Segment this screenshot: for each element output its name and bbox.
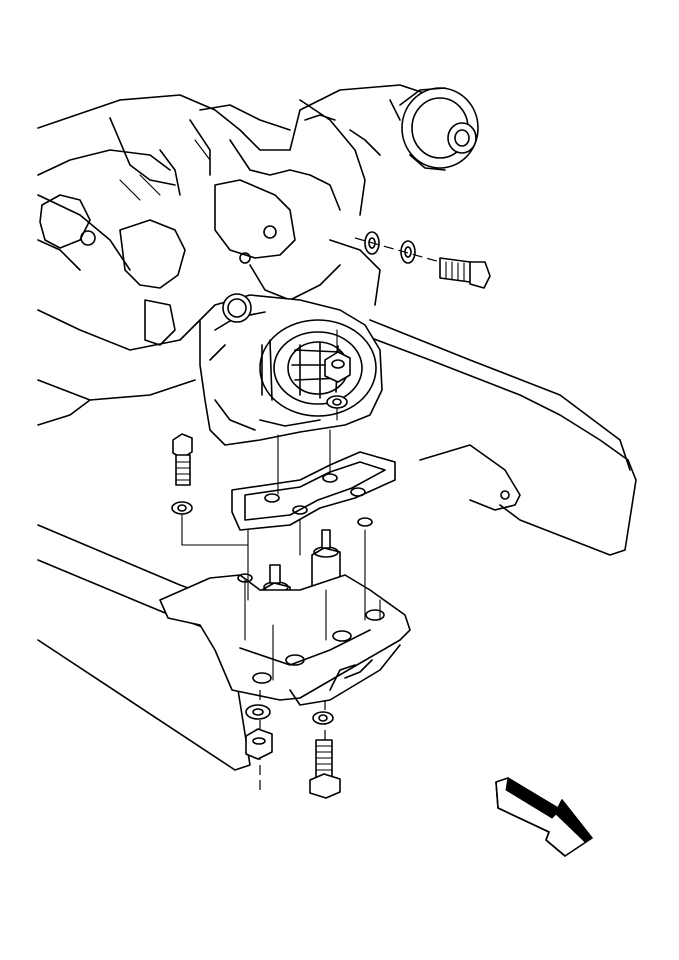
pulley <box>399 87 479 171</box>
left-bolt-assembly <box>171 433 249 546</box>
side-bolt-assembly <box>354 231 491 289</box>
crossmember <box>349 319 637 556</box>
bracket-nut-assembly <box>324 329 351 421</box>
lower-nut-assembly <box>245 704 273 760</box>
direction-arrow-icon <box>495 777 593 857</box>
lower-mount-plate <box>159 517 411 706</box>
lower-bolt-assembly <box>309 711 341 799</box>
engine-mount-bracket <box>199 293 383 446</box>
upper-gasket-plate <box>231 429 396 531</box>
